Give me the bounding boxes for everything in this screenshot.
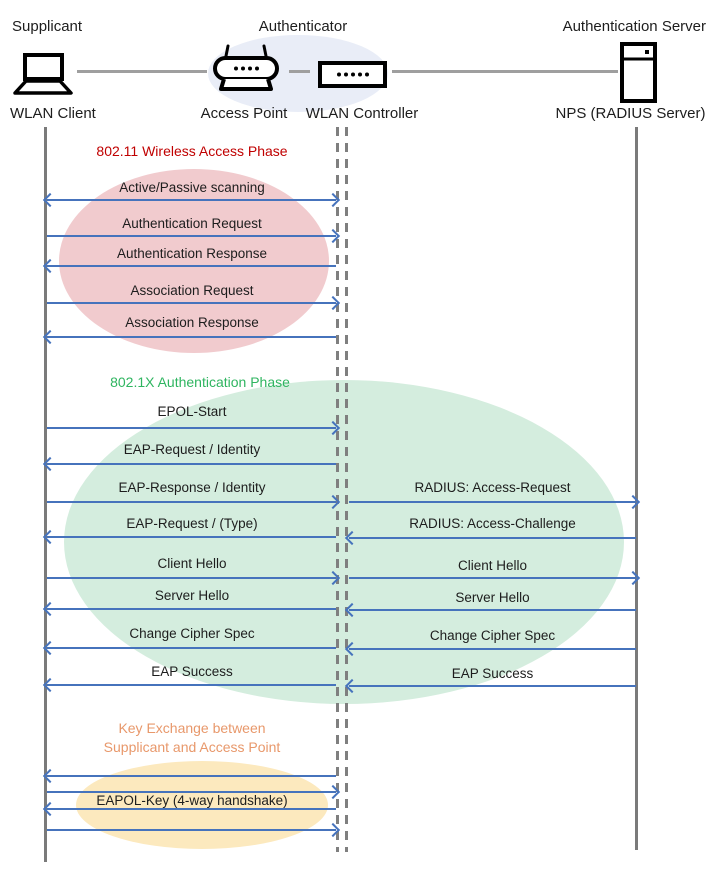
phase3-title-line2: Supplicant and Access Point bbox=[103, 739, 281, 755]
role-supplicant: Supplicant bbox=[12, 18, 83, 35]
role-authentication-server: Authentication Server bbox=[562, 18, 706, 35]
message-label: RADIUS: Access-Challenge bbox=[409, 516, 576, 531]
message-arrow-left bbox=[349, 685, 636, 687]
message-arrow-left bbox=[47, 536, 336, 538]
phase1-title: 802.11 Wireless Access Phase bbox=[96, 143, 288, 159]
message-arrow-left bbox=[47, 808, 336, 810]
message-arrow-left bbox=[47, 775, 336, 777]
connector-line bbox=[392, 70, 618, 73]
message-arrow-right bbox=[47, 829, 336, 831]
message-label: EAP-Request / Identity bbox=[123, 442, 261, 457]
role-authenticator: Authenticator bbox=[258, 18, 348, 35]
message-arrow-left bbox=[47, 608, 336, 610]
access-point-icon bbox=[213, 44, 279, 91]
lifeline-radius-server bbox=[635, 127, 638, 850]
message-label: EAP Success bbox=[451, 666, 534, 681]
message-arrow-left bbox=[349, 609, 636, 611]
laptop-icon bbox=[13, 53, 73, 95]
message-arrow-left bbox=[349, 648, 636, 650]
message-label: EAP-Request / (Type) bbox=[126, 516, 258, 531]
node-label-nps: NPS (RADIUS Server) bbox=[555, 105, 706, 122]
message-label: Association Response bbox=[125, 315, 259, 330]
phase3-title-line1: Key Exchange between bbox=[118, 720, 266, 736]
message-label: Active/Passive scanning bbox=[119, 180, 265, 195]
message-arrow-left bbox=[47, 336, 336, 338]
message-label: Change Cipher Spec bbox=[429, 628, 556, 643]
wlan-controller-icon bbox=[318, 61, 387, 88]
message-label: Association Request bbox=[130, 283, 254, 298]
message-label: Client Hello bbox=[157, 556, 227, 571]
message-label: EAP Success bbox=[151, 664, 233, 679]
message-label: Client Hello bbox=[457, 558, 528, 573]
message-label: Authentication Response bbox=[116, 246, 268, 261]
message-arrow-left bbox=[47, 265, 336, 267]
connector-line bbox=[77, 70, 207, 73]
message-label: RADIUS: Access-Request bbox=[414, 480, 571, 495]
server-icon bbox=[620, 42, 657, 103]
connector-line bbox=[289, 70, 310, 73]
message-arrow-left bbox=[349, 537, 636, 539]
message-label: EPOL-Start bbox=[157, 404, 227, 419]
lifeline-controller-dashed-1 bbox=[336, 127, 339, 852]
message-label: Change Cipher Spec bbox=[129, 626, 255, 641]
node-label-access-point: Access Point bbox=[200, 105, 288, 122]
message-arrow-right bbox=[47, 791, 336, 793]
lifeline-controller-dashed-2 bbox=[345, 127, 348, 852]
node-label-wlan-client: WLAN Client bbox=[10, 105, 96, 122]
message-arrow-right bbox=[47, 427, 336, 429]
message-arrow-left bbox=[47, 647, 336, 649]
phase2-ellipse bbox=[64, 380, 624, 704]
message-arrow-left bbox=[47, 463, 336, 465]
message-label-eapol-key: EAPOL-Key (4-way handshake) bbox=[96, 793, 288, 808]
message-label: Server Hello bbox=[154, 588, 230, 603]
message-label: Authentication Request bbox=[122, 216, 262, 231]
phase2-title: 802.1X Authentication Phase bbox=[110, 374, 290, 390]
message-arrow-right bbox=[349, 577, 636, 579]
message-arrow-right bbox=[47, 577, 336, 579]
message-arrow-right bbox=[47, 302, 336, 304]
lifeline-wlan-client bbox=[44, 127, 47, 862]
message-arrow-right bbox=[47, 501, 336, 503]
node-label-wlan-controller: WLAN Controller bbox=[305, 105, 419, 122]
message-arrow-left bbox=[47, 684, 336, 686]
message-label: Server Hello bbox=[455, 590, 530, 605]
message-arrow-right bbox=[47, 235, 336, 237]
message-arrow-both bbox=[47, 199, 336, 201]
message-arrow-right bbox=[349, 501, 636, 503]
message-label: EAP-Response / Identity bbox=[118, 480, 266, 495]
